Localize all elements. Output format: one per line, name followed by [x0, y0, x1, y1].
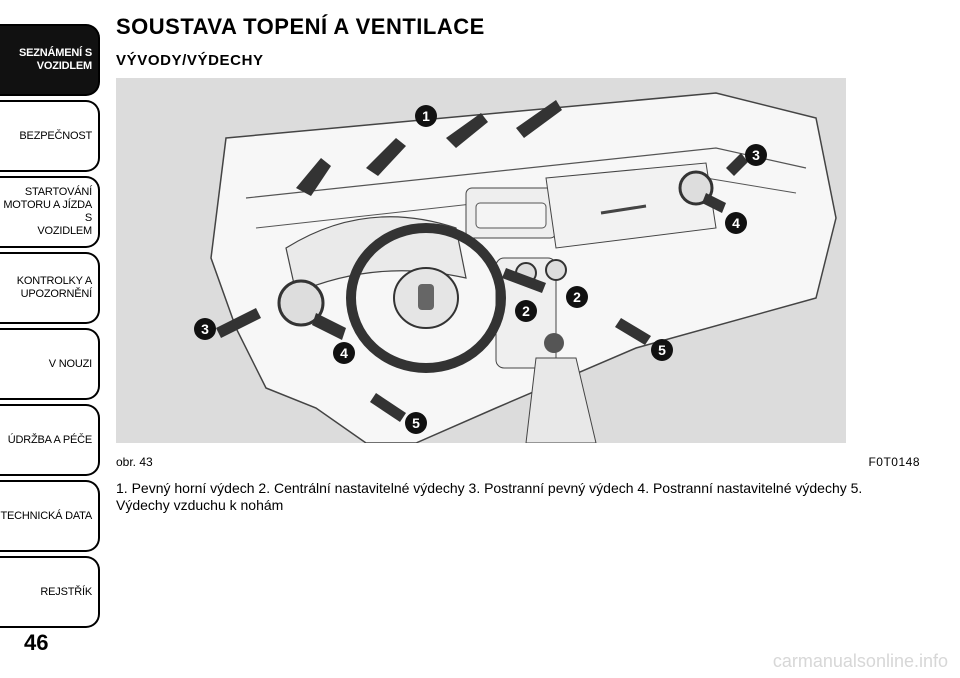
tab-udrzba[interactable]: ÚDRŽBA A PÉČE	[0, 404, 100, 476]
marker-label: 4	[732, 215, 740, 231]
callout-marker: 2	[515, 300, 537, 322]
marker-label: 2	[573, 289, 581, 305]
tab-label: STARTOVÁNÍ MOTORU A JÍZDA S VOZIDLEM	[3, 186, 92, 237]
watermark: carmanualsonline.info	[772, 651, 948, 671]
airflow-arrows	[216, 100, 748, 422]
page-number: 46	[24, 630, 49, 655]
callout-marker: 3	[194, 318, 216, 340]
marker-label: 3	[201, 321, 209, 337]
tab-label: ÚDRŽBA A PÉČE	[7, 433, 92, 446]
dashboard-drawing: 1 2 2 3 3 4 4 5 5	[194, 92, 837, 443]
section-subtitle: VÝVODY/VÝDECHY	[116, 52, 264, 69]
tab-v-nouzi[interactable]: V NOUZI	[0, 328, 100, 400]
marker-label: 3	[752, 147, 760, 163]
tab-label: SEZNÁMENÍ S VOZIDLEM	[19, 47, 92, 72]
marker-label: 1	[422, 108, 430, 124]
marker-label: 2	[522, 303, 530, 319]
marker-label: 5	[412, 415, 420, 431]
callout-marker: 4	[333, 342, 355, 364]
tab-bezpecnost[interactable]: BEZPEČNOST	[0, 100, 100, 172]
tab-kontrolky[interactable]: KONTROLKY A UPOZORNĚNÍ	[0, 252, 100, 324]
figure-legend: 1. Pevný horní výdech 2. Centrální nasta…	[116, 480, 863, 513]
tab-label: V NOUZI	[48, 357, 92, 370]
figure-reference: obr. 43	[116, 455, 153, 469]
callout-marker: 5	[651, 339, 673, 361]
marker-label: 4	[340, 345, 348, 361]
dashboard-illustration: 1 2 2 3 3 4 4 5 5	[116, 78, 846, 443]
marker-label: 5	[658, 342, 666, 358]
tab-label: KONTROLKY A UPOZORNĚNÍ	[16, 275, 92, 300]
tab-label: BEZPEČNOST	[19, 129, 92, 142]
chapter-tabs: SEZNÁMENÍ S VOZIDLEM BEZPEČNOST STARTOVÁ…	[0, 24, 100, 632]
tab-seznameni-s-vozidlem[interactable]: SEZNÁMENÍ S VOZIDLEM	[0, 24, 100, 96]
tab-label: REJSTŘÍK	[40, 585, 92, 598]
tab-label: TECHNICKÁ DATA	[0, 509, 92, 522]
page-title: SOUSTAVA TOPENÍ A VENTILACE	[116, 14, 485, 39]
callout-marker: 2	[566, 286, 588, 308]
callout-marker: 3	[745, 144, 767, 166]
callout-marker: 4	[725, 212, 747, 234]
callout-marker: 5	[405, 412, 427, 434]
tab-startovani[interactable]: STARTOVÁNÍ MOTORU A JÍZDA S VOZIDLEM	[0, 176, 100, 248]
tab-technicka-data[interactable]: TECHNICKÁ DATA	[0, 480, 100, 552]
figure-code: F0T0148	[868, 455, 920, 469]
callout-marker: 1	[415, 105, 437, 127]
tab-rejstrik[interactable]: REJSTŘÍK	[0, 556, 100, 628]
